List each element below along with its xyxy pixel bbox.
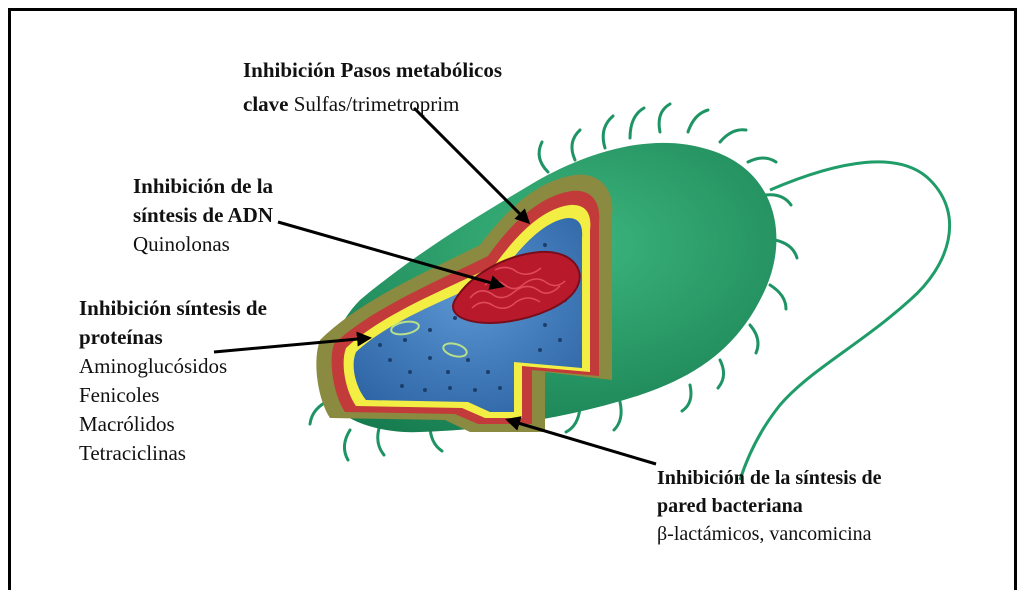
- dna-drug: Quinolonas: [133, 230, 273, 259]
- dna-title-line2: síntesis de ADN: [133, 203, 273, 227]
- wall-title-line1: Inhibición de la síntesis de: [657, 467, 882, 489]
- protein-drug: Fenicoles: [79, 381, 267, 410]
- dna-title-line1: Inhibición de la: [133, 174, 273, 198]
- annotation-metabolic: Inhibición Pasos metabólicos clave Sulfa…: [243, 56, 502, 119]
- annotation-wall: Inhibición de la síntesis de pared bacte…: [657, 464, 882, 548]
- protein-drug: Macrólidos: [79, 410, 267, 439]
- wall-title-line2: pared bacteriana: [657, 495, 803, 517]
- protein-drug: Tetraciclinas: [79, 439, 267, 468]
- protein-title-line1: Inhibición síntesis de: [79, 296, 267, 320]
- metabolic-drug: Sulfas/trimetroprim: [288, 92, 459, 116]
- arrow-metabolic: [414, 108, 528, 222]
- metabolic-title-line1: Inhibición Pasos metabólicos: [243, 58, 502, 82]
- wall-drug: β-lactámicos, vancomicina: [657, 520, 882, 548]
- annotation-dna: Inhibición de la síntesis de ADN Quinolo…: [133, 172, 273, 259]
- protein-drug: Aminoglucósidos: [79, 352, 267, 381]
- metabolic-title-line2: clave: [243, 92, 288, 116]
- protein-title-line2: proteínas: [79, 325, 163, 349]
- annotation-protein: Inhibición síntesis de proteínas Aminogl…: [79, 294, 267, 468]
- arrow-wall: [508, 420, 656, 464]
